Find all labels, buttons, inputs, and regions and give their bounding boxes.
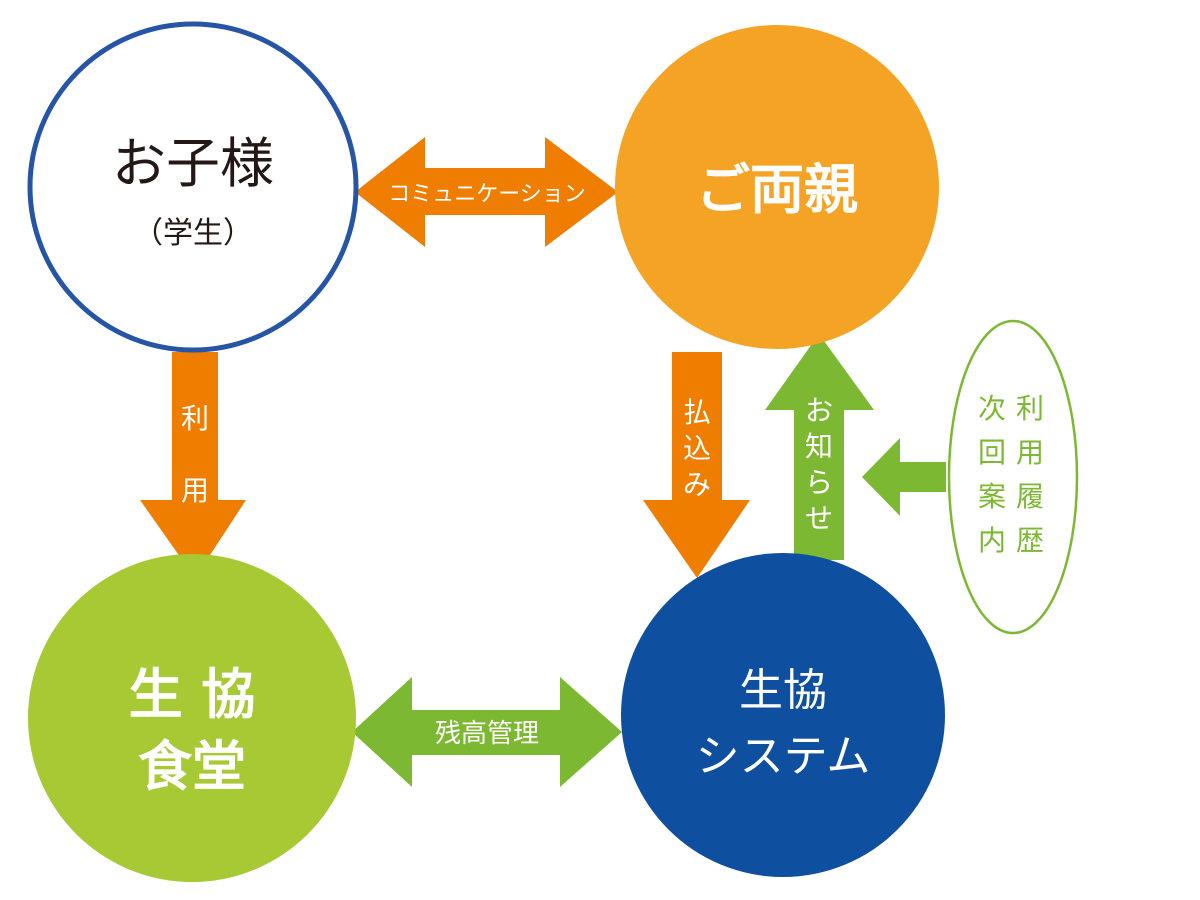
bubble-right-4: 歴 (1016, 524, 1044, 557)
notice-label-4: せ (805, 502, 833, 535)
communication-arrow (355, 137, 618, 247)
bubble-left-4: 内 (978, 524, 1006, 557)
bubble-left-3: 案 (978, 480, 1006, 513)
notice-arrow (765, 334, 874, 560)
notice-label-3: ら (805, 466, 833, 499)
use-label-1: 利 (181, 402, 209, 435)
child-node (27, 21, 359, 353)
payment-arrow (643, 352, 750, 578)
use-arrow (140, 352, 246, 578)
notice-label-1: お (805, 394, 833, 427)
cafeteria-node (28, 554, 356, 882)
bubble-right-1: 利 (1016, 392, 1044, 425)
system-node (621, 553, 945, 877)
bubble-right-3: 履 (1016, 480, 1044, 513)
balance-label: 残高管理 (435, 719, 539, 749)
child-title: お子様 (112, 132, 274, 195)
payment-label-2: 込 (683, 432, 711, 465)
cafeteria-line1: 生 協 (129, 663, 256, 726)
communication-label: コミュニケーション (388, 182, 586, 207)
use-label-2: 用 (181, 474, 209, 507)
parents-node (615, 25, 939, 349)
bubble-left-1: 次 (978, 392, 1006, 425)
cafeteria-line2: 食堂 (138, 735, 246, 798)
system-line1: 生協 (739, 665, 827, 716)
parents-title: ご両親 (696, 158, 858, 221)
payment-label-3: み (683, 468, 711, 501)
notice-label-2: 知 (805, 430, 833, 463)
bubble-right-2: 用 (1016, 436, 1044, 469)
balance-arrow (352, 677, 622, 787)
payment-label-1: 払 (683, 396, 711, 429)
history-arrow (862, 438, 946, 516)
bubble-left-2: 回 (978, 436, 1006, 469)
child-subtitle: （学生） (133, 216, 253, 251)
usage-info-bubble (947, 319, 1079, 635)
system-line2: システム (696, 731, 871, 782)
